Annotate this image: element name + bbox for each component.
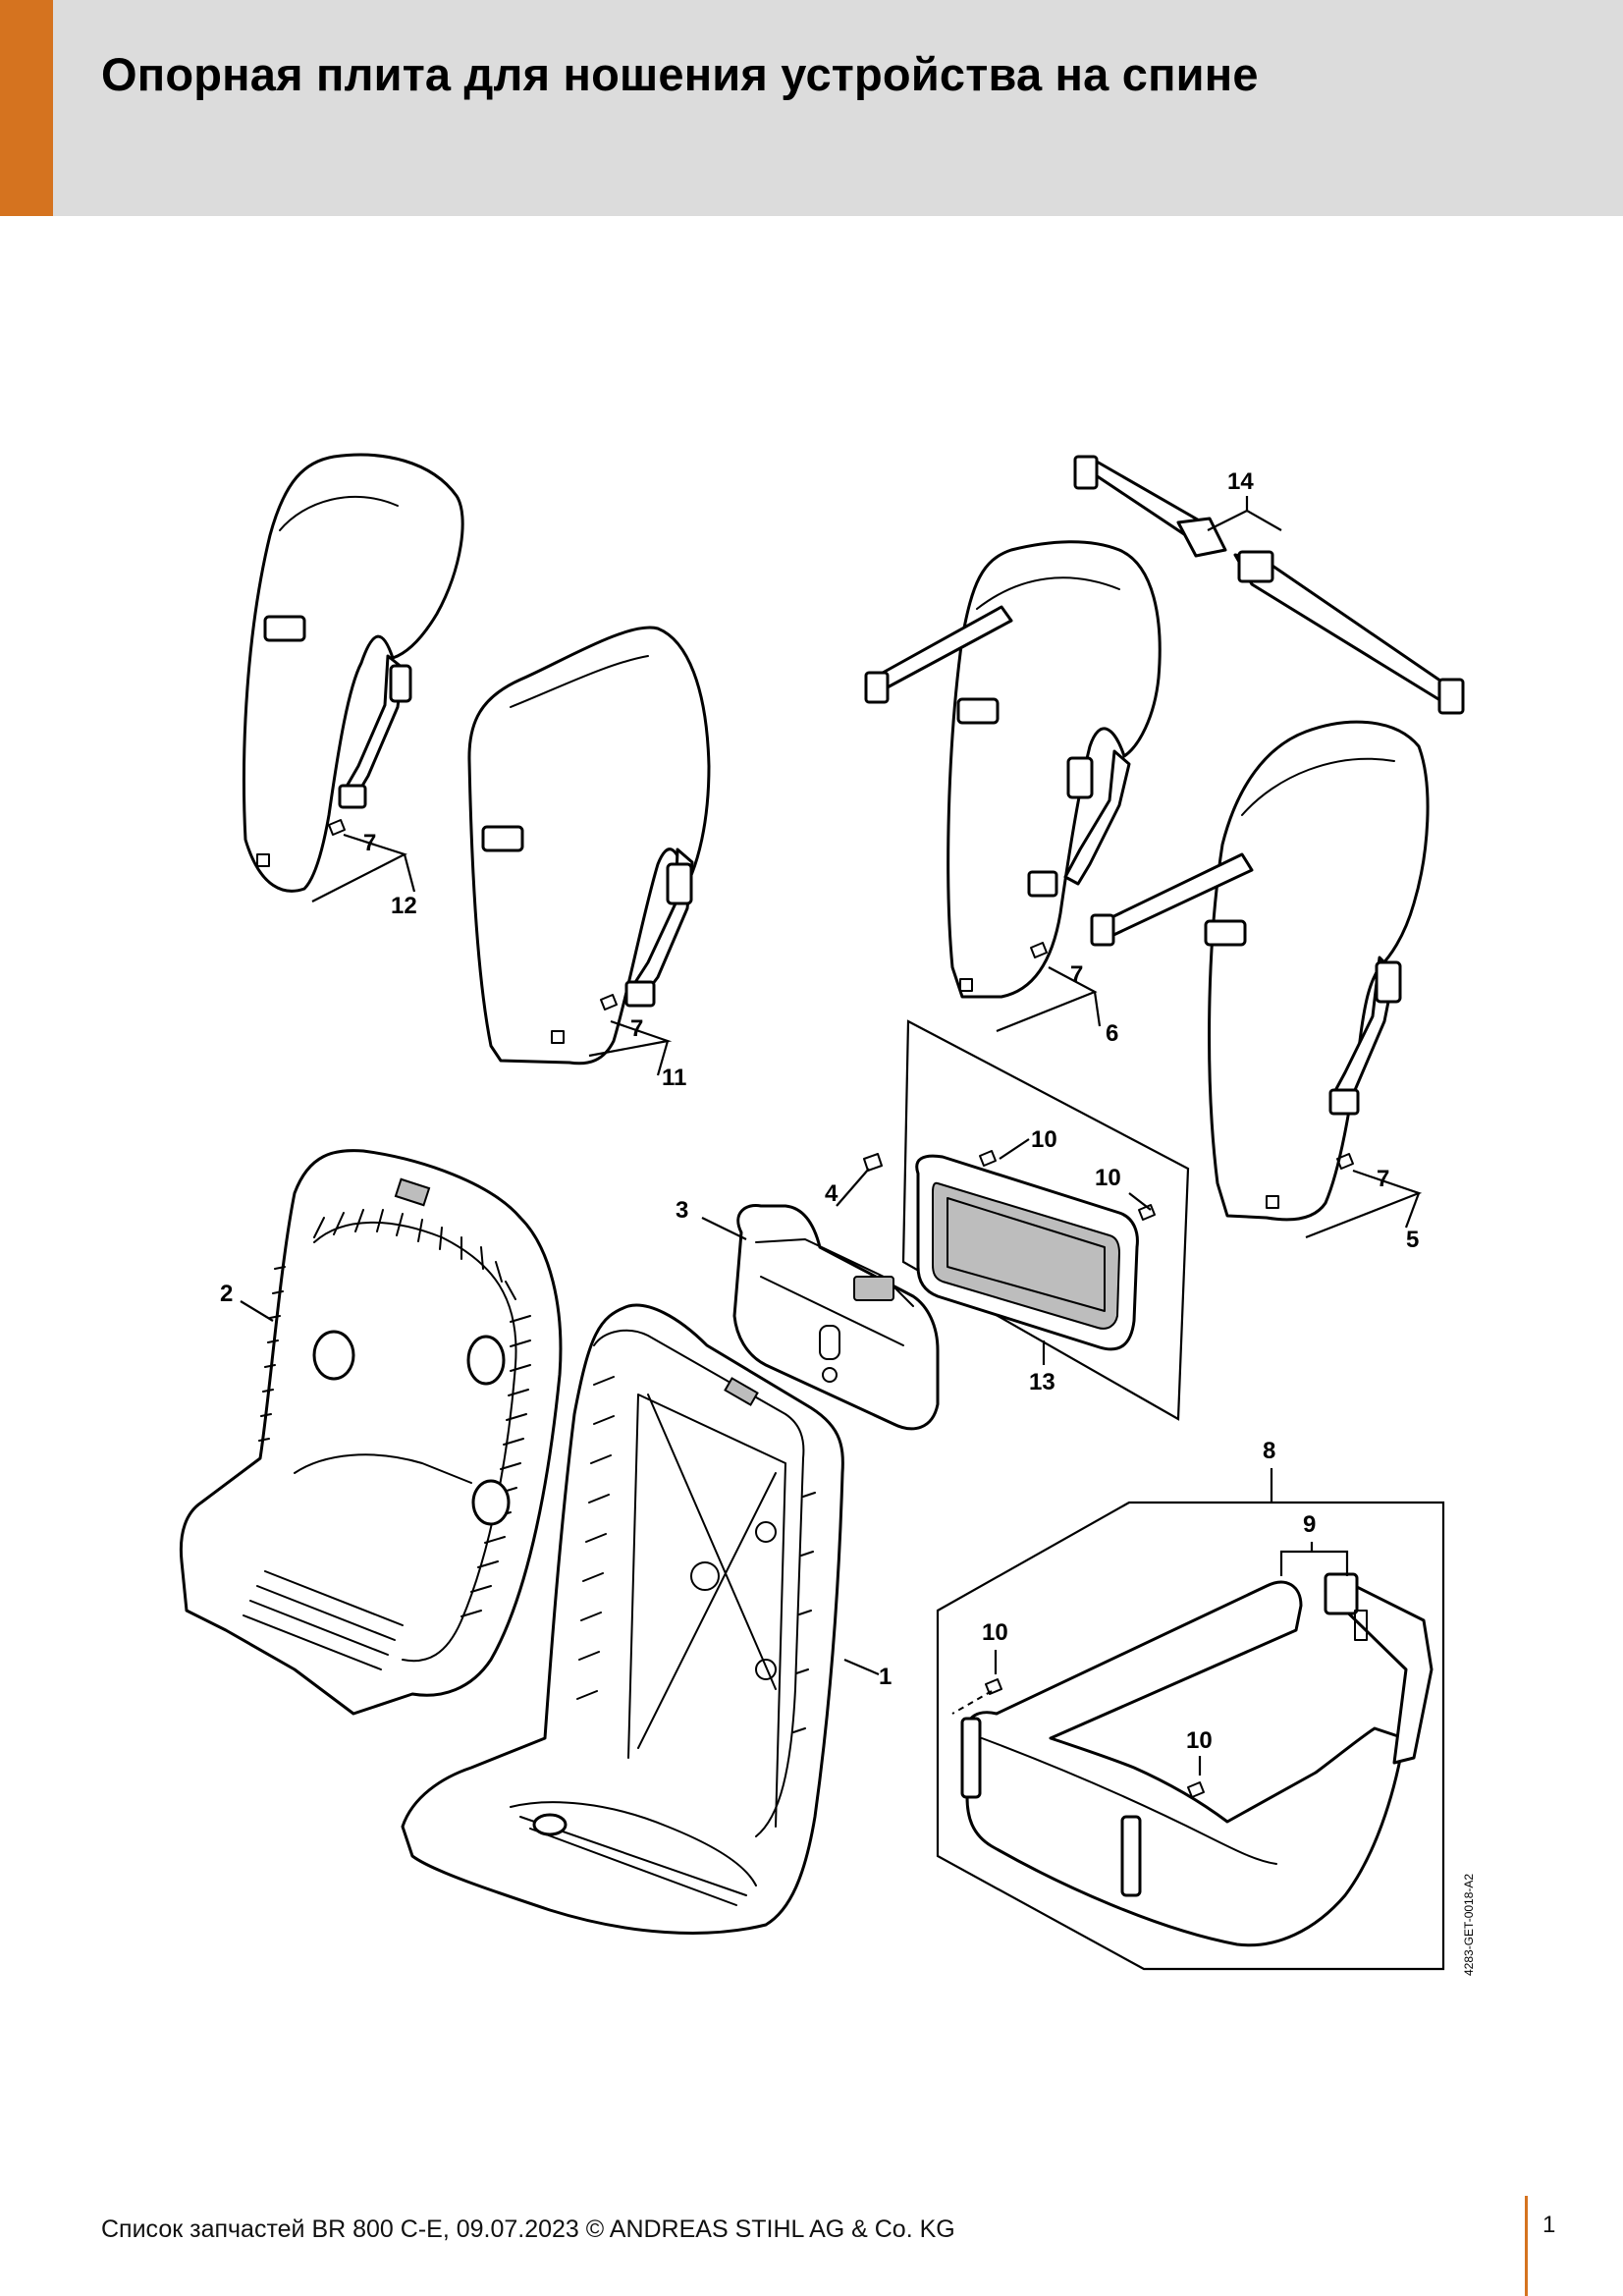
back-plate-1: [401, 1303, 844, 1935]
back-frame-2: [179, 1149, 563, 1716]
callout-2: 2: [220, 1281, 233, 1307]
callout-3: 3: [676, 1197, 688, 1224]
callout-10: 10: [1186, 1727, 1213, 1754]
callout-8: 8: [1263, 1438, 1275, 1464]
callout-12: 12: [391, 893, 417, 919]
hip-belt-8: [936, 1501, 1445, 1971]
footer-text: Список запчастей BR 800 C-E, 09.07.2023 …: [101, 2215, 955, 2243]
callout-6: 6: [1106, 1020, 1118, 1047]
callout-7: 7: [630, 1015, 643, 1042]
page-title: Опорная плита для ношения устройства на …: [101, 48, 1259, 100]
callout-1: 1: [879, 1664, 892, 1690]
callout-10: 10: [1095, 1165, 1121, 1191]
callout-13: 13: [1029, 1369, 1055, 1395]
shoulder-strap-6: [864, 540, 1162, 999]
callout-9: 9: [1303, 1511, 1316, 1538]
callouts: 7 12 7 11 7 6 7 5 14 10 10 13 4 3 2 1 8: [220, 468, 1476, 1976]
page-number: 1: [1542, 2212, 1556, 2238]
shoulder-strap-12: [242, 453, 464, 893]
callout-7: 7: [1377, 1166, 1389, 1192]
footer-divider: [1525, 2196, 1528, 2296]
shoulder-strap-11: [467, 626, 711, 1066]
drawing-code: 4283-GET-0018-A2: [1462, 1874, 1476, 1976]
callout-10: 10: [1031, 1126, 1057, 1153]
cover-3: [732, 1153, 940, 1431]
callout-11: 11: [662, 1065, 686, 1091]
back-pad-13: [901, 1019, 1190, 1421]
shoulder-strap-5: [1090, 720, 1430, 1222]
callout-14: 14: [1227, 468, 1254, 495]
callout-5: 5: [1406, 1227, 1419, 1253]
page-header: Опорная плита для ношения устройства на …: [0, 0, 1623, 216]
callout-10: 10: [982, 1619, 1008, 1646]
header-accent-bar: [0, 0, 53, 216]
callout-4: 4: [825, 1180, 839, 1207]
